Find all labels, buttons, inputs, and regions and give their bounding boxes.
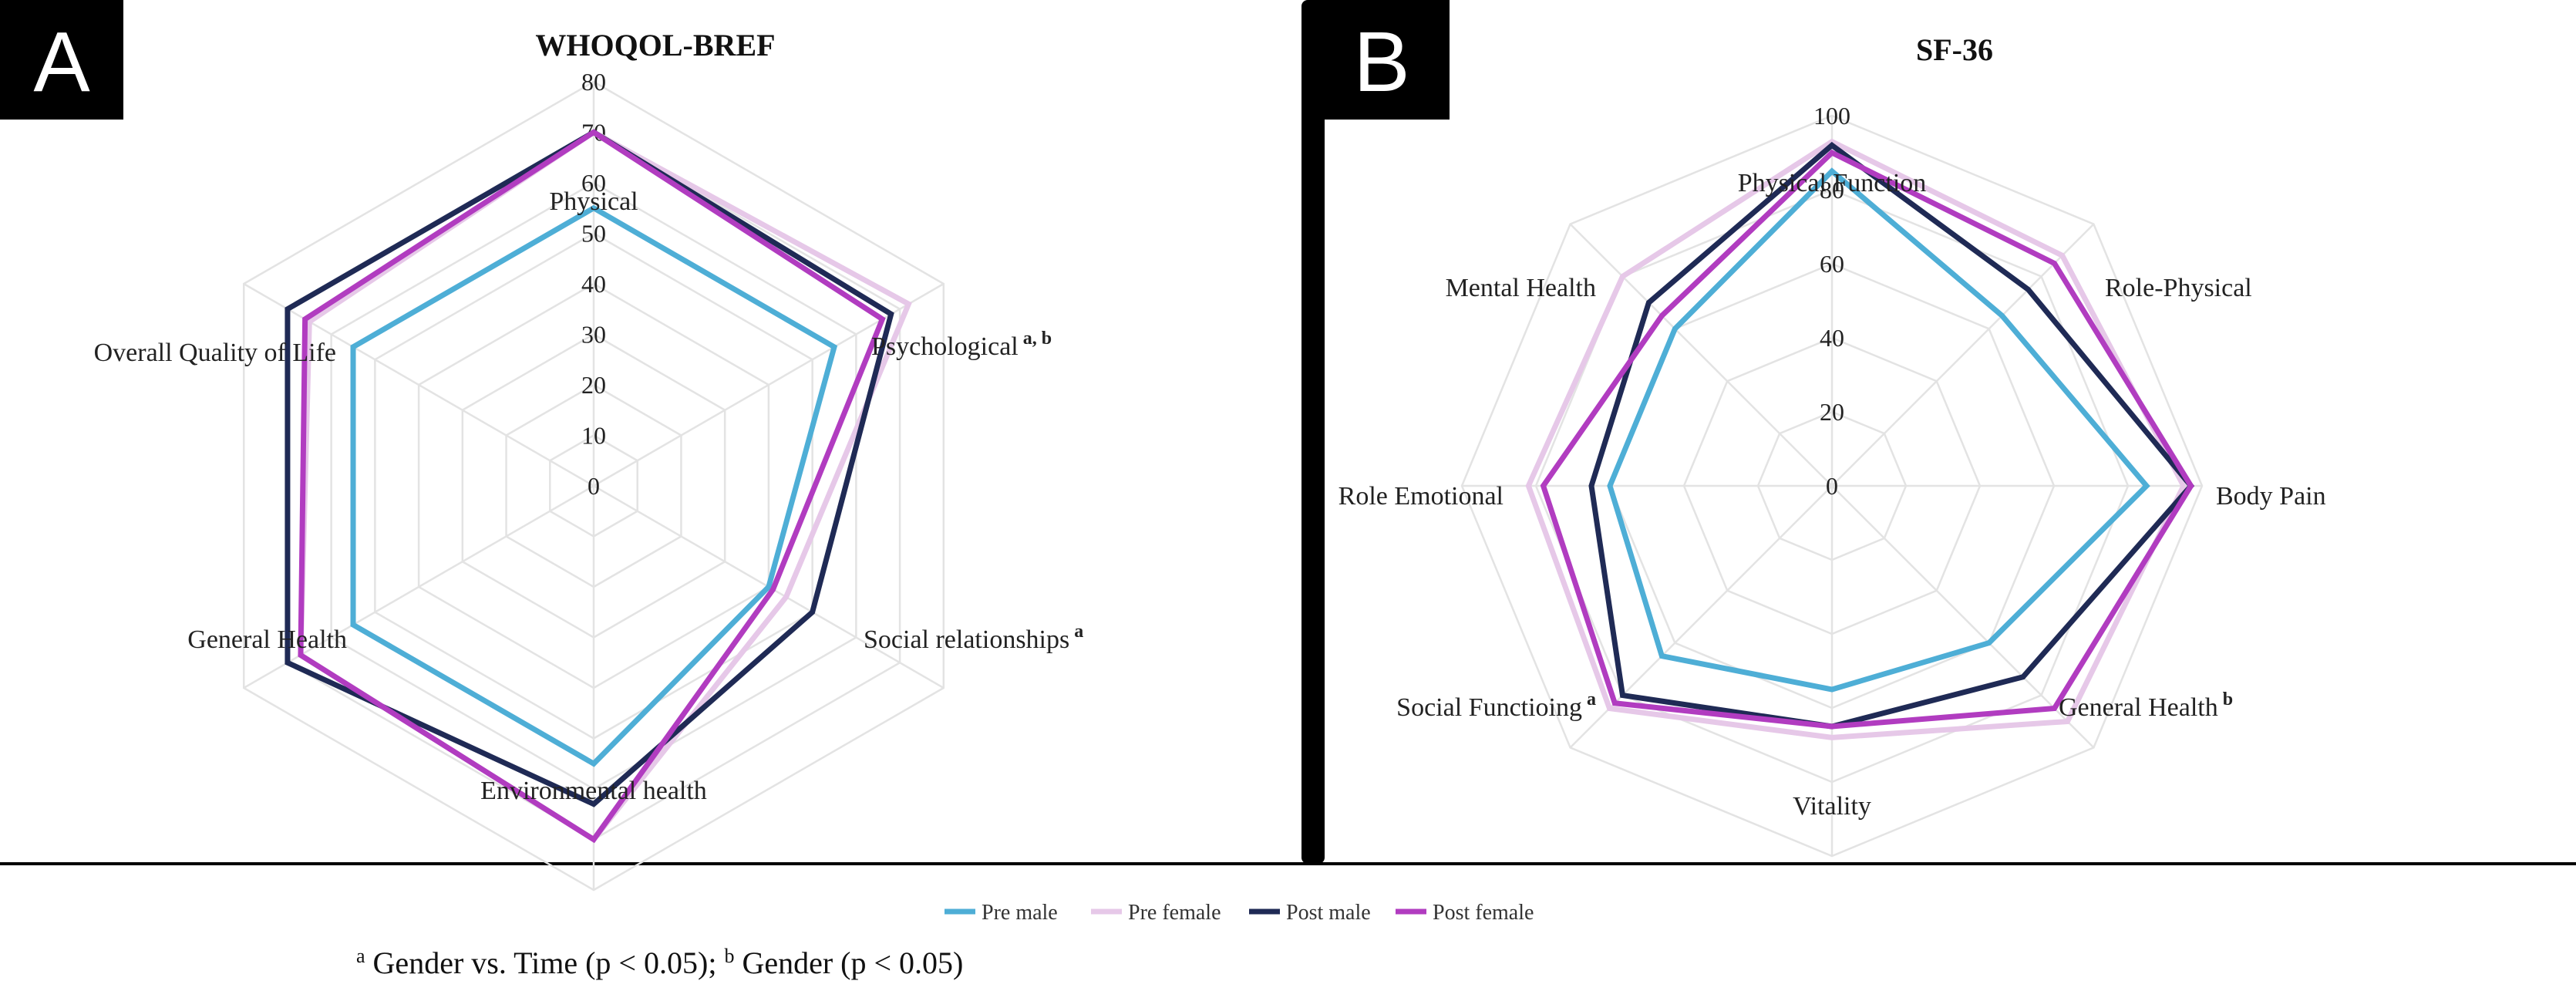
series-post-female	[1540, 149, 2194, 730]
panel-a-label: A	[0, 0, 123, 120]
chart-a-title: WHOQOL-BREF	[535, 28, 775, 62]
axis-label-text: General Health	[2059, 693, 2218, 722]
chart-a-series	[285, 129, 912, 844]
axis-label: Physical	[549, 187, 638, 216]
legend-label: Pre male	[982, 901, 1058, 925]
axis-label-text: Physical	[549, 187, 638, 216]
axis-label: Body Pain	[2216, 482, 2326, 511]
series-pre-female	[1525, 138, 2187, 740]
axis-label-sup: b	[2223, 689, 2233, 710]
chart-b-title: SF-36	[1916, 32, 1993, 67]
tick-label: 10	[581, 422, 606, 450]
tick-label: 0	[1826, 472, 1838, 500]
panel-divider	[1301, 0, 1325, 864]
axis-label-text: Mental Health	[1446, 274, 1596, 302]
tick-label: 20	[581, 371, 606, 399]
legend-label: Pre female	[1128, 901, 1221, 925]
axis-label: Environmental health	[480, 777, 707, 805]
axis-label: Physical Function	[1738, 169, 1927, 197]
legend-label: Post male	[1286, 901, 1371, 925]
axis-label-sup: a	[1074, 622, 1083, 642]
axis-label-sup: a	[1587, 689, 1596, 710]
axis-label-text: Vitality	[1793, 792, 1871, 821]
axis-label: Role Emotional	[1339, 482, 1504, 511]
axis-label: General Health	[187, 625, 347, 654]
grid-spoke	[593, 282, 945, 487]
axis-label: Vitality	[1793, 792, 1871, 821]
tick-label: 30	[581, 321, 606, 349]
tick-label: 0	[588, 472, 600, 500]
footnote-text-a: Gender vs. Time (p < 0.05);	[365, 945, 725, 980]
axis-label-text: Social Functioing	[1396, 693, 1582, 722]
tick-label: 50	[581, 220, 606, 248]
axis-label: Overall Quality of Life	[94, 339, 336, 367]
series-post-male	[285, 129, 894, 807]
tick-label: 60	[1820, 250, 1844, 278]
series-pre-male	[350, 204, 838, 767]
tick-label: 80	[581, 68, 606, 96]
footnote-sup-a: a	[356, 945, 365, 967]
grid-spoke	[1831, 485, 2095, 749]
grid-spoke	[1569, 223, 1833, 487]
tick-label: 40	[1820, 324, 1844, 352]
axis-label: Role-Physical	[2105, 274, 2252, 302]
tick-label: 20	[1820, 398, 1844, 426]
panel-b-letter: B	[1353, 15, 1409, 110]
axis-label-text: Role-Physical	[2105, 274, 2252, 302]
axis-label-text: Environmental health	[480, 777, 707, 805]
tick-label: 100	[1813, 102, 1850, 130]
legend-label: Post female	[1433, 901, 1534, 925]
series-pre-male	[1607, 167, 2150, 693]
grid-spoke	[243, 282, 594, 487]
axis-label-sup: a, b	[1023, 329, 1052, 349]
axis-label-text: Overall Quality of Life	[94, 339, 336, 367]
axis-label-text: Body Pain	[2216, 482, 2326, 511]
axis-label-text: General Health	[187, 625, 347, 654]
tick-label: 60	[581, 169, 606, 197]
tick-label: 40	[581, 270, 606, 298]
chart-b-series	[1525, 138, 2195, 740]
legend: Pre male Pre female Post male Post female	[945, 901, 1534, 925]
footnote-text-b: Gender (p < 0.05)	[734, 945, 963, 980]
panel-b-label: B	[1315, 0, 1450, 120]
axis-label: Mental Health	[1446, 274, 1596, 302]
axis-label-text: Social relationships	[864, 625, 1069, 654]
axis-label-text: Psychological	[871, 332, 1019, 361]
axis-label-text: Physical Function	[1738, 169, 1927, 197]
footnote-sup-b: b	[724, 945, 734, 967]
panel-a-letter: A	[33, 15, 90, 110]
axis-label-text: Role Emotional	[1339, 482, 1504, 511]
series-post-female	[298, 129, 886, 844]
footnote: a Gender vs. Time (p < 0.05); b Gender (…	[356, 945, 963, 980]
grid-spoke	[1831, 223, 2095, 487]
